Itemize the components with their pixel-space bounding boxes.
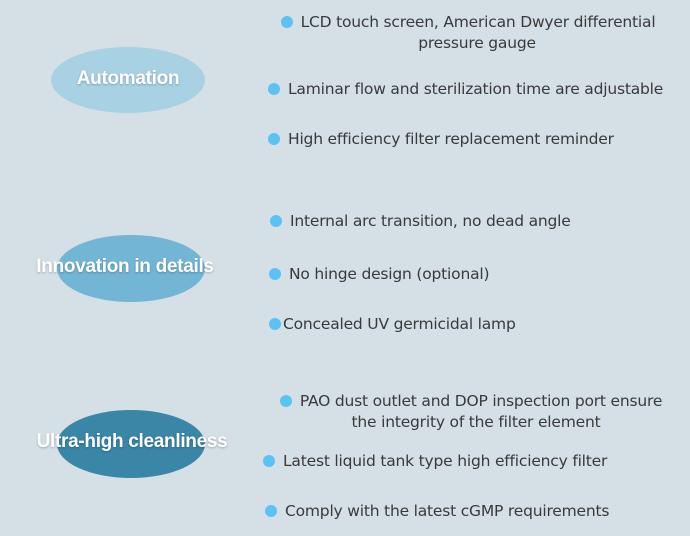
cleanliness-ellipse xyxy=(57,410,205,478)
bullet-icon xyxy=(268,133,280,145)
bullet-icon xyxy=(280,16,293,28)
feature-item: No hinge design (optional) xyxy=(269,264,490,285)
automation-ellipse xyxy=(51,47,205,113)
bullet-icon xyxy=(269,268,281,280)
feature-item: High efficiency filter replacement remin… xyxy=(268,129,614,150)
bullet-icon xyxy=(269,318,281,330)
automation-label: Automation xyxy=(76,68,180,89)
feature-item: Latest liquid tank type high efficiency … xyxy=(263,451,607,472)
feature-item: Comply with the latest cGMP requirements xyxy=(265,501,609,522)
bullet-icon xyxy=(270,215,282,227)
feature-item: PAO dust outlet and DOP inspection port … xyxy=(266,391,676,433)
feature-item: Laminar flow and sterilization time are … xyxy=(268,79,663,100)
innovation-label: Innovation in details xyxy=(36,256,214,277)
feature-item: Internal arc transition, no dead angle xyxy=(270,211,571,232)
bullet-icon xyxy=(265,505,277,517)
bullet-icon xyxy=(263,455,275,467)
innovation-ellipse xyxy=(57,235,205,302)
bullet-icon xyxy=(279,395,292,407)
cleanliness-label: Ultra-high cleanliness xyxy=(36,431,228,452)
feature-item: LCD touch screen, American Dwyer differe… xyxy=(268,12,668,54)
bullet-icon xyxy=(268,83,280,95)
feature-item: Concealed UV germicidal lamp xyxy=(269,314,516,335)
